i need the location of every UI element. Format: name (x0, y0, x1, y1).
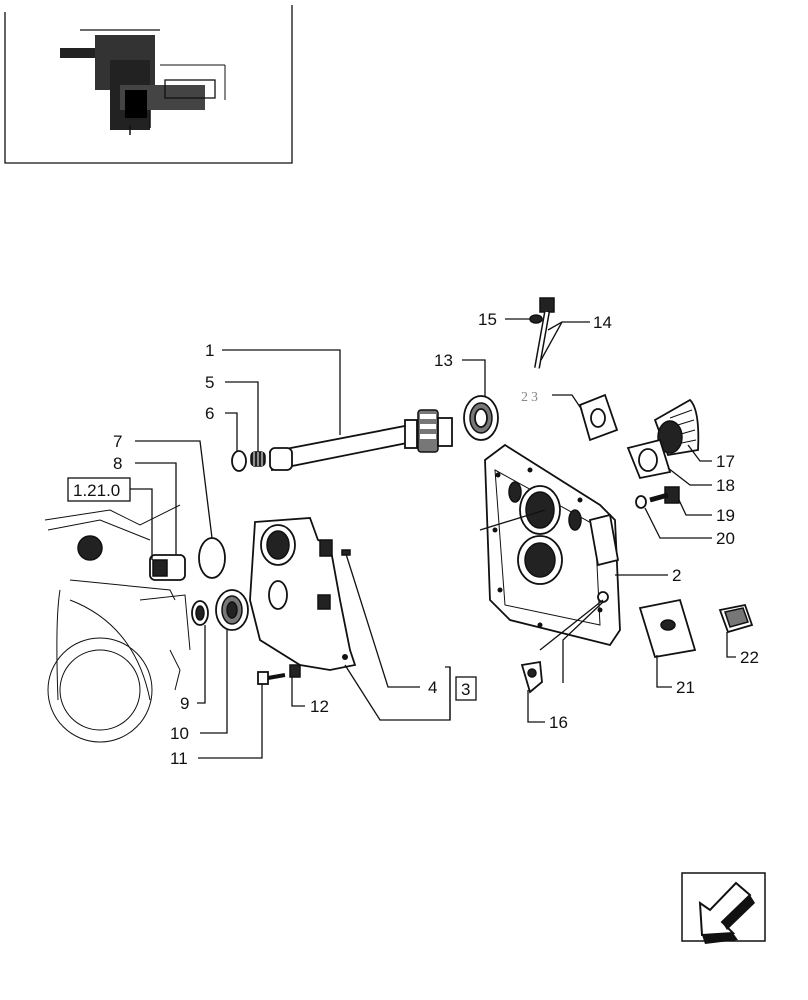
callout-12: 12 (310, 697, 329, 716)
transmission-housing (44, 504, 191, 743)
part-9-washer (191, 600, 209, 626)
part-10-bearing (215, 589, 249, 631)
part-17-boot (653, 398, 700, 457)
part-18-gasket (626, 438, 672, 480)
leader-lines (130, 318, 736, 759)
ref-box-1-21-0[interactable]: 1.21.0 (67, 477, 131, 502)
part-8-coupling (149, 554, 186, 581)
callout-23: 23 (521, 390, 541, 405)
part-15-washer (529, 314, 543, 324)
callout-16: 16 (549, 713, 568, 732)
part-21-cover-plate (638, 598, 697, 659)
callout-6: 6 (205, 404, 214, 423)
callout-18: 18 (716, 476, 735, 495)
callout-11: 11 (170, 749, 188, 768)
callout-13: 13 (434, 351, 453, 370)
part-5-spring (250, 451, 266, 467)
part-7-snap-ring (198, 537, 226, 579)
part-1-shaft (269, 409, 453, 472)
arrow-previous-icon[interactable] (681, 872, 766, 944)
callout-7: 7 (113, 432, 122, 451)
part-12-nut (289, 664, 301, 678)
part-11-bolt (257, 671, 286, 685)
callout-17: 17 (716, 452, 735, 471)
callout-labels: 1 2 4 5 6 7 8 9 10 11 12 13 14 15 16 17 … (113, 310, 759, 768)
callout-9: 9 (180, 694, 189, 713)
part-6-circlip (231, 450, 247, 472)
callout-21: 21 (676, 678, 695, 697)
part-20-washer (635, 495, 647, 509)
callout-20: 20 (716, 529, 735, 548)
part-2-cover-housing (484, 443, 621, 647)
callout-19: 19 (716, 506, 735, 525)
callout-10: 10 (170, 724, 189, 743)
thumbnail-assembly-image (60, 29, 226, 135)
callout-5: 5 (205, 373, 214, 392)
callout-1: 1 (205, 341, 214, 360)
part-14-bolt (534, 297, 555, 369)
part-4-side-plate (249, 517, 357, 671)
part-13-bearing (463, 395, 499, 441)
callout-15: 15 (478, 310, 497, 329)
part-19-screw (649, 486, 680, 504)
callout-14: 14 (593, 313, 612, 332)
ref-label-1-21-0: 1.21.0 (73, 481, 120, 500)
callout-2: 2 (672, 566, 681, 585)
ref-label-3: 3 (461, 680, 470, 699)
callout-22: 22 (740, 648, 759, 667)
part-23-gasket (578, 393, 619, 442)
callout-8: 8 (113, 454, 122, 473)
callout-4: 4 (428, 678, 437, 697)
part-22-block (718, 603, 754, 634)
part-16-lever (520, 660, 543, 694)
locator-thumbnail (4, 5, 293, 164)
ref-box-3[interactable]: 3 (455, 676, 477, 701)
